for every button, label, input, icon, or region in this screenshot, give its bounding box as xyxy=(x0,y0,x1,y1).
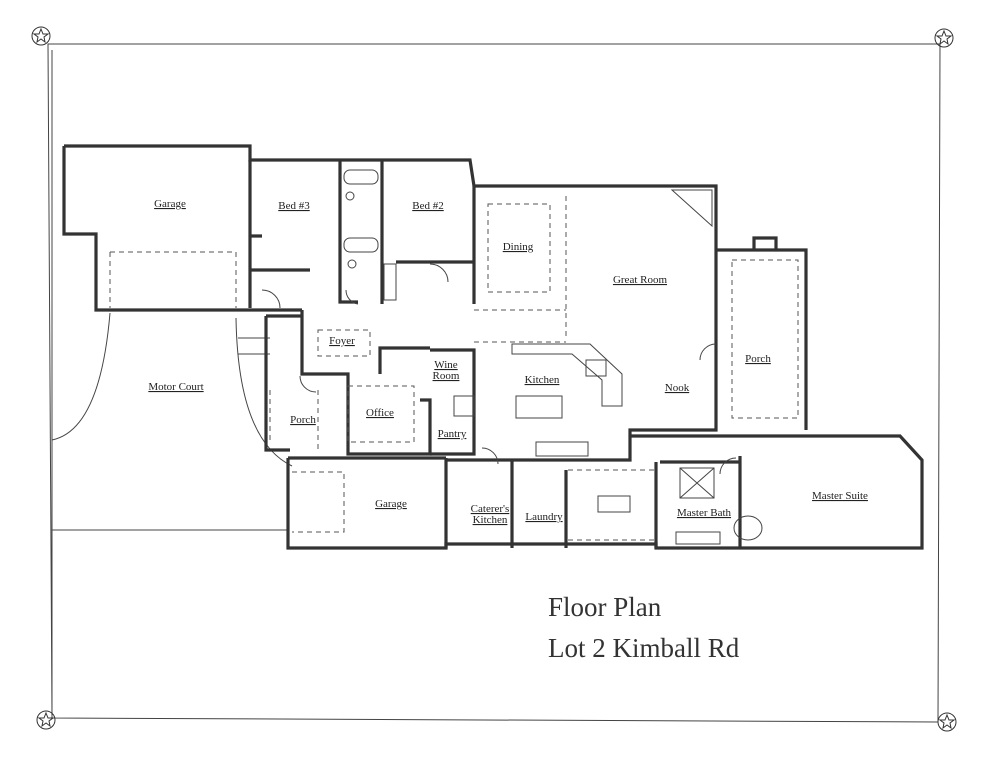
plan-subtitle: Lot 2 Kimball Rd xyxy=(548,633,740,663)
label-master-bath: Master Bath xyxy=(677,507,732,519)
shower-icon xyxy=(679,467,715,499)
label-nook: Nook xyxy=(665,382,690,394)
label-bed2: Bed #2 xyxy=(412,200,443,212)
bathtub-icon xyxy=(343,237,379,253)
kitchen-counter xyxy=(511,343,623,407)
kitchen-island xyxy=(515,395,563,419)
label-garage-left: Garage xyxy=(154,198,186,210)
laundry-counter xyxy=(597,495,631,513)
star-icon-bottom-right xyxy=(937,712,957,732)
label-laundry: Laundry xyxy=(525,511,563,523)
toilet-icon xyxy=(347,259,357,269)
vanity-icon xyxy=(383,263,397,301)
bathtub-icon xyxy=(343,169,379,185)
tub-icon xyxy=(733,515,763,541)
label-wine-room-1: Wine xyxy=(434,359,457,371)
label-garage-lower: Garage xyxy=(375,498,407,510)
label-porch-right: Porch xyxy=(745,353,771,365)
toilet-icon xyxy=(345,191,355,201)
label-pantry: Pantry xyxy=(438,428,467,440)
interior-walls xyxy=(250,234,742,548)
room-labels: Garage Bed #3 Bed #2 Dining Great Room P… xyxy=(148,198,868,526)
label-office: Office xyxy=(366,407,394,419)
plan-title: Floor Plan xyxy=(548,592,662,622)
label-porch-front: Porch xyxy=(290,414,316,426)
fireplace-icon xyxy=(670,189,713,228)
label-bed3: Bed #3 xyxy=(278,200,310,212)
vanity-icon xyxy=(675,531,721,545)
label-kitchen: Kitchen xyxy=(525,374,560,386)
motor-court-lines xyxy=(51,312,293,531)
range-icon xyxy=(535,441,589,457)
sink-icon xyxy=(585,359,607,377)
dashed-ceiling-lines xyxy=(109,196,799,541)
star-icon-bottom-left xyxy=(36,710,56,730)
pantry-shelf xyxy=(453,395,475,417)
door-swings xyxy=(261,263,737,475)
label-great-room: Great Room xyxy=(613,274,668,286)
label-master-suite: Master Suite xyxy=(812,490,868,502)
label-caterers-kitchen-2: Kitchen xyxy=(473,514,508,526)
label-wine-room-2: Room xyxy=(433,370,460,382)
fixtures xyxy=(343,169,763,545)
label-foyer: Foyer xyxy=(329,335,355,347)
label-motor-court: Motor Court xyxy=(148,381,203,393)
star-icon-top-right xyxy=(934,28,954,48)
star-icon-top-left xyxy=(31,26,51,46)
corner-star-icons xyxy=(31,26,957,732)
label-dining: Dining xyxy=(503,241,534,253)
label-caterers-kitchen-1: Caterer's xyxy=(471,503,510,515)
exterior-walls xyxy=(62,144,924,550)
